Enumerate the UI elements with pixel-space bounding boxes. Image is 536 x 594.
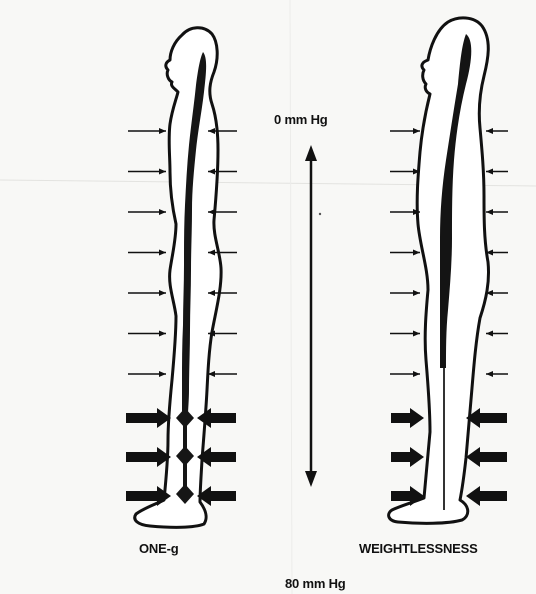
one-g-large-arrow-right (197, 486, 236, 506)
weightlessness-body-outline (389, 18, 489, 523)
weightlessness-small-arrow-left (390, 331, 420, 337)
one-g-small-arrow-right (208, 371, 237, 377)
weightlessness-small-arrow-right (486, 128, 508, 134)
one-g-small-arrow-left (128, 209, 166, 215)
weightlessness-small-arrow-right (486, 169, 508, 175)
one-g-small-arrow-left (128, 331, 166, 337)
one-g-label: ONE-g (139, 541, 178, 556)
weightlessness-body (389, 18, 489, 523)
arrow-head-down (305, 471, 317, 487)
weightlessness-small-arrow-right (486, 250, 508, 256)
weightlessness-small-arrow-right (486, 371, 508, 377)
bottom-pressure-label: 80 mm Hg (285, 576, 346, 591)
pressure-gradient-arrow (305, 145, 321, 487)
weightlessness-small-arrow-left (390, 128, 420, 134)
weightlessness-thin-vessel (443, 368, 445, 510)
one-g-small-arrow-left (128, 250, 166, 256)
weightlessness-small-arrow-left (390, 209, 420, 215)
weightlessness-large-arrow-left (391, 408, 424, 428)
one-g-large-arrow-left (126, 408, 171, 428)
weightlessness-small-arrow-left (390, 250, 420, 256)
weightlessness-small-arrow-left (390, 290, 420, 296)
weightlessness-label: WEIGHTLESSNESS (359, 541, 478, 556)
one-g-small-arrow-left (128, 290, 166, 296)
weightlessness-small-arrow-right (486, 290, 508, 296)
weightlessness-large-arrow-right (466, 486, 507, 506)
weightlessness-small-arrow-right (486, 331, 508, 337)
top-pressure-label: 0 mm Hg (274, 112, 328, 127)
scan-line (290, 0, 292, 594)
speck (319, 213, 321, 215)
one-g-small-arrow-left (128, 169, 166, 175)
weightlessness-small-arrow-right (486, 209, 508, 215)
weightlessness-small-arrow-left (390, 371, 420, 377)
weightlessness-large-arrow-right (466, 447, 507, 467)
weightlessness-large-arrow-right (466, 408, 507, 428)
weightlessness-small-arrow-left (390, 169, 420, 175)
weightlessness-large-arrow-left (391, 447, 424, 467)
one-g-small-arrow-left (128, 128, 166, 134)
arrow-head-up (305, 145, 317, 161)
one-g-small-arrow-left (128, 371, 166, 377)
one-g-large-arrow-left (126, 447, 171, 467)
